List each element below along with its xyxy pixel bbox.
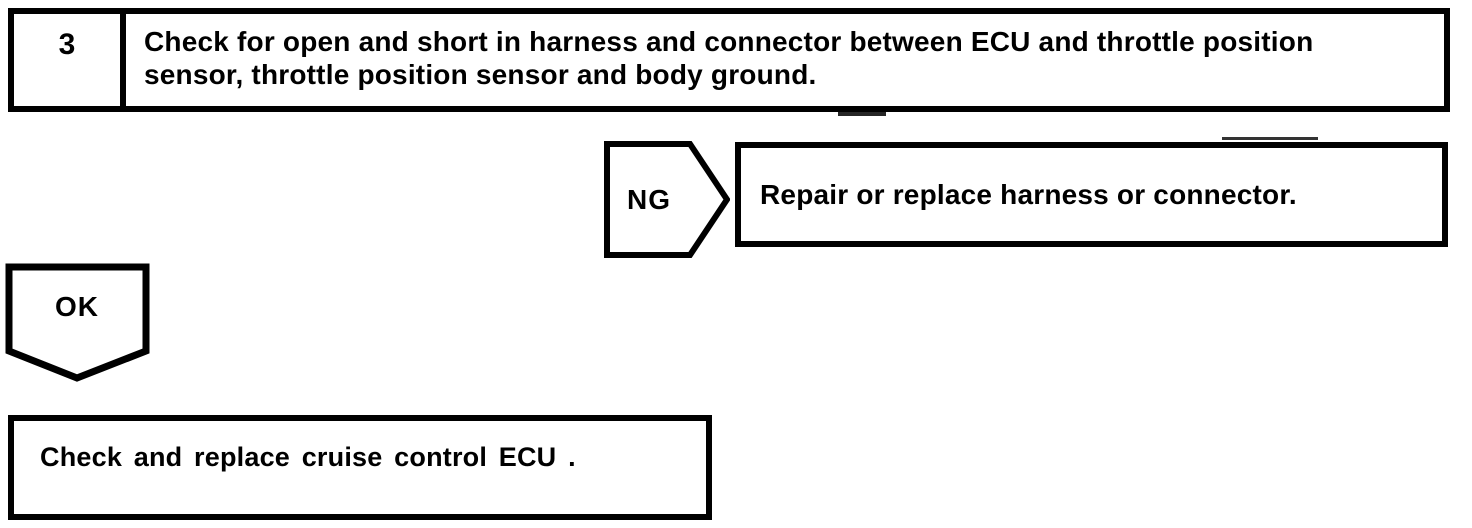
ok-arrow-pentagon-icon: [5, 263, 150, 382]
step-instruction: Check for open and short in harness and …: [144, 26, 1314, 90]
ok-action-box: Check and replace cruise control ECU .: [8, 415, 712, 520]
scan-artifact: [838, 112, 886, 116]
ok-connector: OK: [5, 263, 153, 383]
ok-action-text: Check and replace cruise control ECU .: [40, 442, 576, 472]
ng-action-text: Repair or replace harness or connector.: [760, 178, 1297, 210]
ok-label: OK: [55, 291, 99, 322]
ng-label: NG: [627, 183, 671, 215]
ng-connector: NG: [604, 141, 730, 258]
step-number: 3: [14, 14, 126, 106]
ng-action-box: Repair or replace harness or connector.: [735, 142, 1448, 247]
step-box: 3 Check for open and short in harness an…: [8, 8, 1450, 112]
scan-artifact: [706, 455, 710, 481]
ng-arrow-pentagon-icon: [604, 141, 730, 258]
scan-artifact: [1222, 137, 1318, 140]
